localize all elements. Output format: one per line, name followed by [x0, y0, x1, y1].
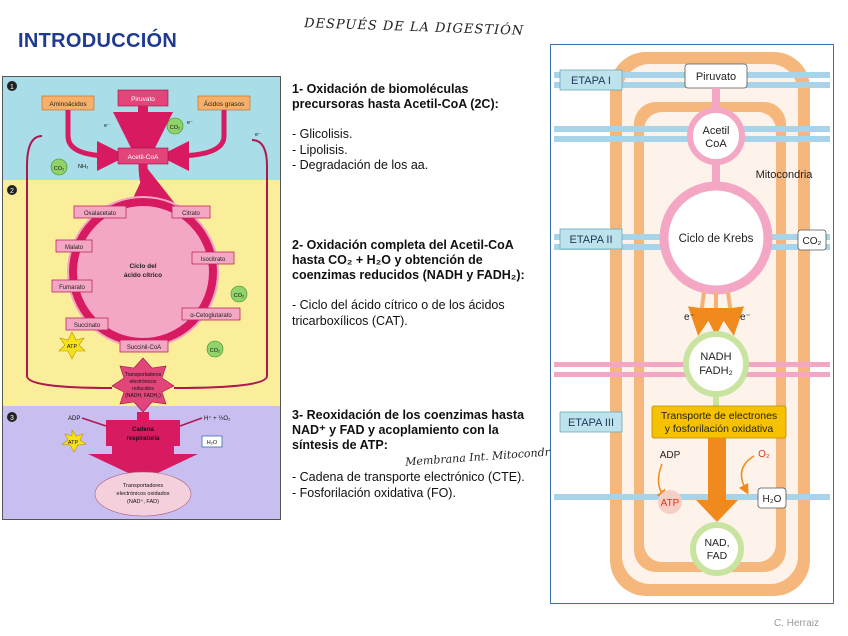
water-label: H₂O	[207, 440, 218, 446]
right-transporte-l1: Transporte de electrones	[661, 410, 777, 422]
right-electron-2: e⁻	[740, 312, 751, 323]
electron-label-2: e⁻	[187, 120, 193, 126]
section-2-bullet-l2: tricarboxílicos (CAT).	[292, 313, 408, 328]
right-nad-l2: FAD	[707, 550, 728, 562]
atp-label-2: ATP	[68, 440, 79, 446]
box-oxalacetato: Oxalacetato	[84, 211, 117, 217]
co2-label-3: CO₂	[234, 293, 244, 299]
box-isocitrato: Isocitrato	[201, 257, 226, 263]
right-ciclo-krebs: Ciclo de Krebs	[679, 233, 754, 245]
right-acetil-l1: Acetil	[703, 125, 730, 137]
electron-label-3: e⁻	[255, 132, 261, 138]
right-h2o: H₂O	[763, 494, 782, 505]
oxid-l2: electrónicos oxidados	[117, 491, 170, 497]
section-2-title-l2: hasta CO₂ + H₂O y obtención de	[292, 253, 483, 267]
right-nadh-l2: FADH₂	[699, 365, 733, 377]
right-adp: ADP	[660, 450, 681, 461]
cadena-l1: Cadena	[132, 427, 154, 433]
oxid-l1: Transportadores	[123, 483, 163, 489]
section-3-bullet-2: - Fosforilación oxidativa (FO).	[292, 485, 456, 500]
atp-label-1: ATP	[67, 344, 78, 350]
box-piruvato: Piruvato	[131, 96, 155, 103]
right-transporte-l2: y fosforilación oxidativa	[665, 423, 774, 435]
section-1-bullet-2: - Lipolisis.	[292, 142, 348, 157]
section-3-title-l2: NAD⁺ y FAD y acoplamiento con la	[292, 423, 499, 437]
transport-reduced-l4: (NADH, FADH₂)	[125, 393, 161, 399]
transport-reduced-l3: reducidos	[132, 386, 154, 392]
section-2-block: 2- Oxidación completa del Acetil-CoA has…	[292, 238, 542, 329]
left-metabolism-diagram: 1 2 3 Aminoácidos Piruvato Ácidos grasos…	[2, 76, 281, 520]
right-mitochondria-diagram: ETAPA I ETAPA II ETAPA III Piruvato Acet…	[550, 44, 834, 604]
section-2-title-l1: 2- Oxidación completa del Acetil-CoA	[292, 238, 514, 252]
section-3-title-l3: síntesis de ATP:	[292, 438, 388, 452]
box-succinato: Succinato	[74, 323, 101, 329]
co2-label-2: CO₂	[54, 166, 64, 172]
oxid-l3: (NAD⁺, FAD)	[127, 498, 159, 505]
right-acetil-l2: CoA	[705, 138, 727, 150]
right-nadh-l1: NADH	[700, 351, 731, 363]
box-aminoacidos: Aminoácidos	[49, 101, 87, 108]
box-succinil-coa: Succinil-CoA	[127, 345, 161, 351]
section-number-3: 3	[10, 415, 14, 422]
etapa-2: ETAPA II	[570, 234, 613, 246]
mitocondria-label: Mitocondria	[756, 169, 814, 181]
right-piruvato: Piruvato	[696, 71, 736, 83]
section-2-title-l3: coenzimas reducidos (NADH y FADH₂):	[292, 268, 525, 282]
etapa-3: ETAPA III	[568, 417, 614, 429]
cadena-l2: respiratoria	[126, 436, 160, 442]
section-1-title-l1: 1- Oxidación de biomoléculas	[292, 82, 469, 96]
etapa-1: ETAPA I	[571, 75, 611, 87]
credit-footer: C. Herraiz	[774, 618, 820, 629]
right-atp: ATP	[661, 498, 680, 509]
box-acetil-coa: Acetil-CoA	[128, 154, 159, 161]
electron-label-1: e⁻	[104, 123, 110, 129]
section-1-title-l2: precursoras hasta Acetil-CoA (2C):	[292, 97, 499, 111]
co2-label-1: CO₂	[170, 125, 180, 131]
oxygen-label: H⁺ + ½O₂	[204, 415, 231, 422]
page-title: INTRODUCCIÓN	[18, 30, 178, 52]
co2-label-4: CO₂	[210, 348, 220, 354]
box-acidos-grasos: Ácidos grasos	[204, 99, 246, 108]
handwritten-note: DESPUÉS DE LA DIGESTIÓN	[303, 16, 525, 39]
right-nad-l1: NAD,	[704, 537, 729, 549]
box-citrato: Citrato	[182, 211, 200, 217]
right-diagram-svg: ETAPA I ETAPA II ETAPA III Piruvato Acet…	[550, 44, 834, 604]
box-alfa-cetoglutarato: α-Cetoglutarato	[190, 313, 232, 319]
section-2-bullet-l1: - Ciclo del ácido cítrico o de los ácido…	[292, 298, 505, 312]
section-3-bullet-1: - Cadena de transporte electrónico (CTE)…	[292, 470, 525, 484]
section-1-block: 1- Oxidación de biomoléculas precursoras…	[292, 82, 537, 174]
right-co2: CO₂	[803, 236, 822, 247]
section-1-bullet-3: - Degradación de los aa.	[292, 158, 429, 172]
transport-reduced-l1: Transportadores	[125, 372, 162, 378]
right-electron-1: e⁻	[684, 312, 695, 323]
transport-reduced-l2: electrónicos	[130, 379, 157, 385]
box-malato: Malato	[65, 245, 84, 251]
section-number-1: 1	[10, 84, 14, 91]
cycle-label-line1: Ciclo del	[129, 263, 156, 270]
section-number-2: 2	[10, 188, 14, 195]
right-o2: O₂	[758, 449, 770, 460]
box-fumarato: Fumarato	[59, 285, 85, 291]
section-1-bullet-1: - Glicolisis.	[292, 127, 353, 141]
nh3-label: NH₃	[78, 164, 88, 170]
section-3-title-l1: 3- Reoxidación de los coenzimas hasta	[292, 408, 525, 422]
cycle-label-line2: ácido cítrico	[124, 272, 162, 279]
section-3-block: 3- Reoxidación de los coenzimas hasta NA…	[292, 408, 542, 501]
adp-label-left: ADP	[68, 416, 80, 422]
left-diagram-svg: 1 2 3 Aminoácidos Piruvato Ácidos grasos…	[2, 76, 281, 520]
